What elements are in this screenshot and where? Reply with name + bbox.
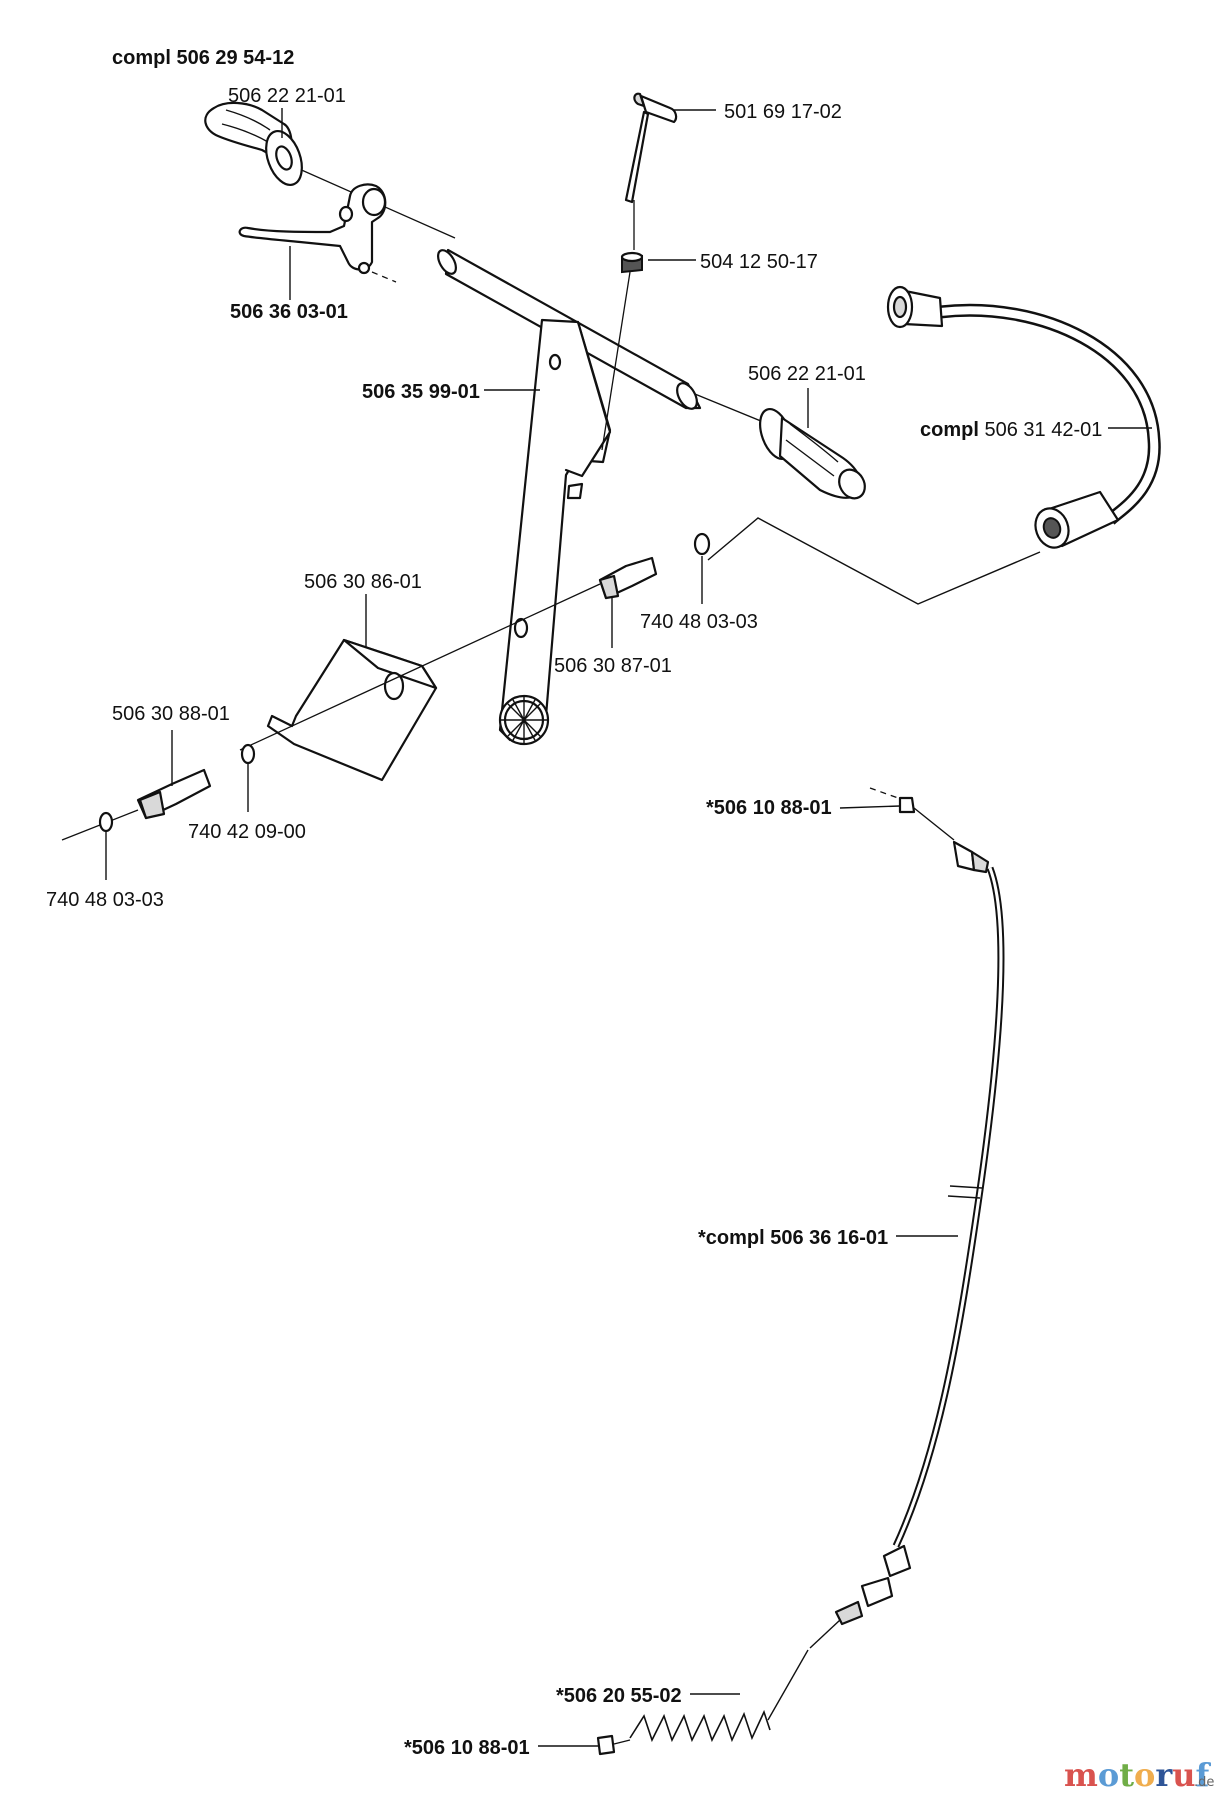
spring-coil bbox=[629, 1709, 771, 1743]
cable-outer bbox=[892, 866, 1005, 1548]
part-label-left-grip: 506 22 21-01 bbox=[228, 85, 346, 107]
axis-line bbox=[601, 271, 631, 451]
part-label-tool-pin: 501 69 17-02 bbox=[724, 101, 842, 123]
frame bbox=[498, 318, 612, 742]
axis-line bbox=[371, 271, 397, 283]
watermark-text: motoruf bbox=[1064, 1756, 1211, 1794]
washer-mid bbox=[240, 743, 256, 765]
watermark-logo: motoruf .de bbox=[1064, 1756, 1214, 1794]
axis-line bbox=[707, 517, 1041, 605]
left-grip bbox=[204, 101, 303, 186]
wheel bbox=[498, 694, 550, 746]
cable-outer-core bbox=[894, 867, 1003, 1547]
part-label-lever: 506 36 03-01 bbox=[230, 301, 348, 323]
cable-break-mark bbox=[947, 1185, 983, 1199]
assembly-title: compl 506 29 54-12 bbox=[112, 47, 294, 69]
tool-pin bbox=[624, 92, 678, 204]
nut bbox=[620, 251, 644, 274]
cable-end-bottom bbox=[596, 1734, 616, 1756]
brake-lever bbox=[238, 183, 387, 275]
hose-number: 506 31 42-01 bbox=[984, 419, 1102, 441]
axis-line bbox=[767, 1649, 809, 1721]
part-label-cable: *compl 506 36 16-01 bbox=[698, 1227, 888, 1249]
cable-ferrule-bottom bbox=[834, 1544, 912, 1626]
cable-end-top bbox=[898, 796, 916, 814]
right-grip bbox=[759, 408, 866, 500]
part-label-washer-left: 740 48 03-03 bbox=[46, 889, 164, 911]
part-label-washer-right: 740 48 03-03 bbox=[640, 611, 758, 633]
part-label-nipple-right: 506 30 87-01 bbox=[554, 655, 672, 677]
axis-line bbox=[913, 807, 955, 841]
nipple-right bbox=[598, 556, 658, 600]
part-label-cable-end-bottom: *506 10 88-01 bbox=[404, 1737, 530, 1759]
axis-line bbox=[809, 1619, 841, 1649]
part-label-nut: 504 12 50-17 bbox=[700, 251, 818, 273]
cable-ferrule-top bbox=[952, 840, 990, 874]
washer-right bbox=[693, 532, 711, 556]
leader-lines bbox=[105, 108, 1152, 1747]
part-label-cable-end-top: *506 10 88-01 bbox=[706, 797, 832, 819]
part-label-washer-mid: 740 42 09-00 bbox=[188, 821, 306, 843]
water-hose bbox=[886, 285, 1161, 549]
watermark-suffix: .de bbox=[1194, 1775, 1214, 1790]
nipple-left bbox=[136, 768, 212, 820]
guard-plate bbox=[266, 638, 438, 782]
axis-line bbox=[239, 583, 601, 751]
washer-left bbox=[98, 811, 114, 833]
part-label-right-grip: 506 22 21-01 bbox=[748, 363, 866, 385]
part-label-guard: 506 30 86-01 bbox=[304, 571, 422, 593]
axis-line bbox=[869, 787, 899, 799]
part-label-spring: *506 20 55-02 bbox=[556, 1685, 682, 1707]
part-label-frame: 506 35 99-01 bbox=[362, 381, 480, 403]
hose-prefix: compl bbox=[920, 419, 979, 441]
part-label-hose: compl 506 31 42-01 bbox=[920, 419, 1102, 441]
part-label-nipple-left: 506 30 88-01 bbox=[112, 703, 230, 725]
axis-line bbox=[613, 1739, 631, 1745]
